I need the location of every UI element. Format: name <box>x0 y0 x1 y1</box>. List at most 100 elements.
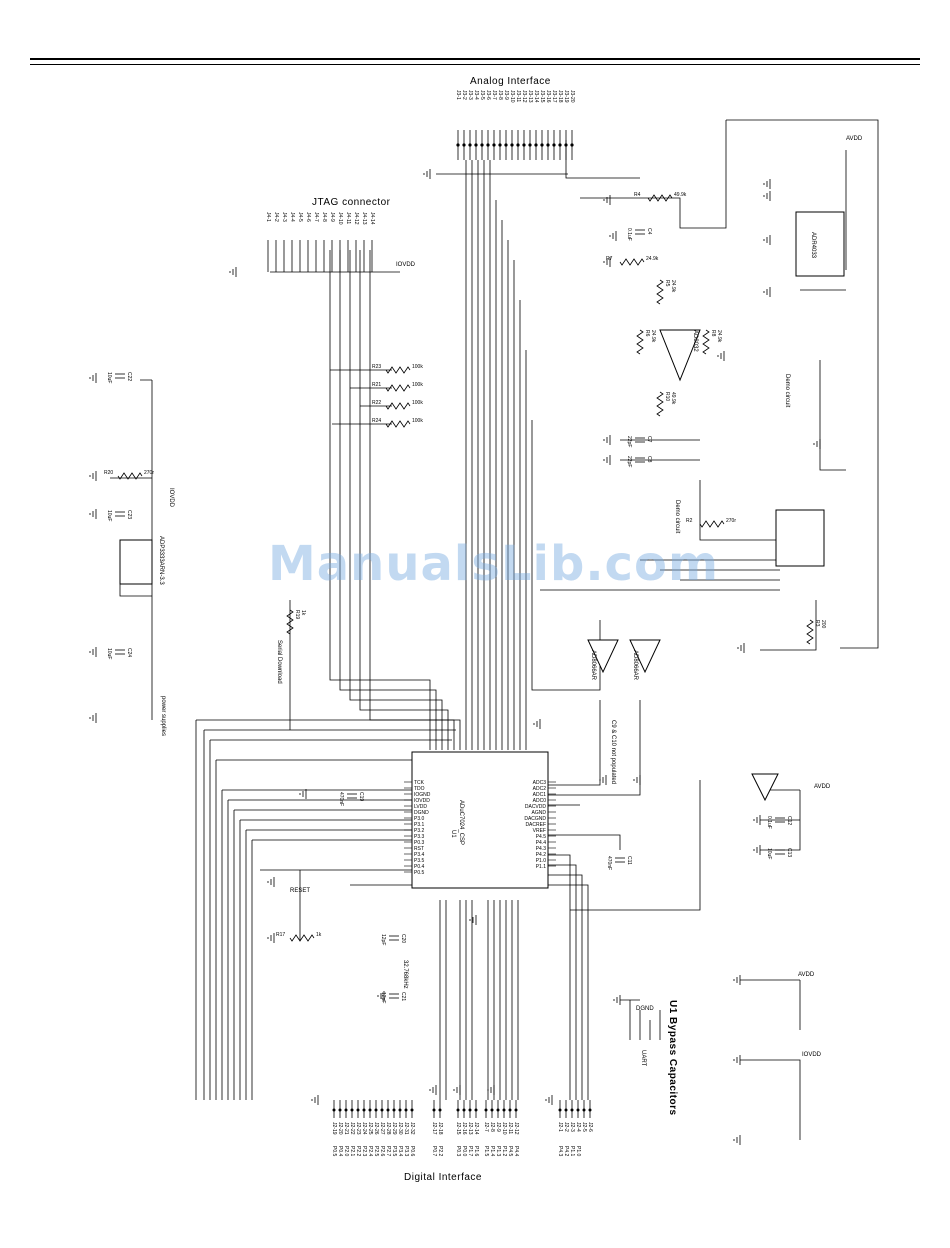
digital-signal-label: P0.6 <box>409 1146 415 1157</box>
digital-pin-dot <box>338 1108 342 1112</box>
analog-pin-dot <box>504 143 508 147</box>
digital-pin-dot <box>508 1108 512 1112</box>
u1-left-pin: RST <box>414 846 424 852</box>
resistor-zigzag <box>385 384 411 392</box>
digital-signal-label: P3.4 <box>397 1146 403 1157</box>
digital-signal-label: P0.5 <box>331 1146 337 1157</box>
wires <box>110 119 879 1140</box>
component-value: 270r <box>726 518 736 524</box>
digital-pin-dot <box>468 1108 472 1112</box>
ground-symbol <box>603 455 611 465</box>
digital-pin-dot <box>432 1108 436 1112</box>
u4-power-symbol <box>751 773 779 802</box>
ground-symbol <box>813 439 821 449</box>
digital-signal-label: P1.3 <box>495 1146 501 1157</box>
component-value: 24.9k <box>646 256 659 262</box>
u1-right-pin: ADC3 <box>533 780 547 786</box>
component-value: 49.9k <box>670 392 676 405</box>
resistor-zigzag <box>702 329 710 355</box>
jtag-connector-wires <box>267 240 373 272</box>
analog-pin-label: J3-15 <box>539 90 545 103</box>
ground-symbol <box>717 351 725 361</box>
component-ref: R2 <box>686 518 693 524</box>
u1-right-pin: P1.1 <box>536 864 547 870</box>
component-ref: R8 <box>710 330 716 337</box>
avdd-net-label-3: AVDD <box>798 972 815 978</box>
component-value: 24.9k <box>716 330 722 343</box>
analog-pin-label: J3-6 <box>485 90 491 100</box>
component-value: 10uF <box>106 648 112 659</box>
digital-pin-dot <box>392 1108 396 1112</box>
jtag-pin-label: J4-10 <box>337 212 343 225</box>
u1-part-label: ADuC7024_CSP <box>458 800 464 845</box>
digital-signal-label: P3.3 <box>403 1146 409 1157</box>
u1-left-pin: P3.4 <box>414 852 425 858</box>
component-value: 270r <box>144 470 154 476</box>
digital-signal-label: P1.6 <box>473 1146 479 1157</box>
digital-pin-label: J2-19 <box>331 1122 337 1135</box>
analog-pin-dot <box>462 143 466 147</box>
u1-right-pin: AGND <box>532 810 547 816</box>
jtag-pin-label: J4-14 <box>369 212 375 225</box>
analog-pin-label: J3-9 <box>503 90 509 100</box>
digital-pin-label: J2-27 <box>379 1122 385 1135</box>
digital-signal-label: P0.4 <box>337 1146 343 1157</box>
component-ref: C12 <box>786 816 792 825</box>
digital-pin-label: J2-9 <box>495 1122 501 1132</box>
page-header-rule <box>30 58 920 65</box>
digital-signal-label: P1.2 <box>501 1146 507 1157</box>
ground-symbol <box>633 775 641 785</box>
digital-pin-label: J2-13 <box>467 1122 473 1135</box>
digital-pin-label: J2-25 <box>367 1122 373 1135</box>
analog-pin-label: J3-19 <box>563 90 569 103</box>
ground-symbol <box>423 169 431 179</box>
iovdd-net-label-2: IOVDD <box>802 1052 822 1058</box>
component-ref: R5 <box>664 280 670 287</box>
serial-download-label: Serial Download <box>276 640 282 684</box>
ground-symbol <box>545 1095 553 1105</box>
component-ref: R21 <box>372 382 381 388</box>
component-value: 12pF <box>380 992 386 1003</box>
analog-pin-label: J3-5 <box>479 90 485 100</box>
digital-signal-label: P4.4 <box>513 1146 519 1157</box>
digital-signal-label: P4.5 <box>507 1146 513 1157</box>
component-value: 200 <box>820 620 826 629</box>
component-ref: C23 <box>126 510 132 519</box>
component-ref: R24 <box>372 418 381 424</box>
analog-pin-dot <box>540 143 544 147</box>
analog-pin-dot <box>498 143 502 147</box>
component-ref: C20 <box>400 934 406 943</box>
digital-pin-dot <box>374 1108 378 1112</box>
component-value: 24.9k <box>670 280 676 293</box>
digital-pin-dot <box>356 1108 360 1112</box>
analog-pin-label: J3-17 <box>551 90 557 103</box>
digital-pin-dot <box>332 1108 336 1112</box>
digital-pin-dot <box>474 1108 478 1112</box>
analog-pin-dot <box>468 143 472 147</box>
analog-pin-dot <box>546 143 550 147</box>
digital-pin-dot <box>496 1108 500 1112</box>
crystal-freq-label: 32.768kHz <box>402 960 408 989</box>
analog-pin-dot <box>486 143 490 147</box>
digital-pin-dot <box>490 1108 494 1112</box>
u1-right-pin: DACREF <box>525 822 546 828</box>
reset-label: RESET <box>290 888 310 894</box>
digital-pin-label: J2-4 <box>575 1122 581 1132</box>
ground-symbol <box>229 267 237 277</box>
digital-pin-label: J2-10 <box>501 1122 507 1135</box>
digital-pin-dot <box>410 1108 414 1112</box>
resistor-symbols <box>115 194 814 999</box>
component-ref: R10 <box>664 392 670 401</box>
jtag-pin-label: J4-8 <box>321 212 327 222</box>
analog-pin-label: J3-11 <box>515 90 521 102</box>
digital-signal-label: P2.6 <box>379 1146 385 1157</box>
u3-reference <box>795 211 845 277</box>
u1-left-pin: P3.0 <box>414 816 425 822</box>
ground-symbol <box>311 1095 319 1105</box>
component-ref: R6 <box>644 330 650 337</box>
digital-pin-dot <box>502 1108 506 1112</box>
power-supplies-label: power supplies <box>160 696 166 736</box>
ground-symbol <box>613 995 621 1005</box>
digital-interface-title: Digital Interface <box>404 1172 482 1183</box>
component-value: 470nF <box>338 792 344 806</box>
